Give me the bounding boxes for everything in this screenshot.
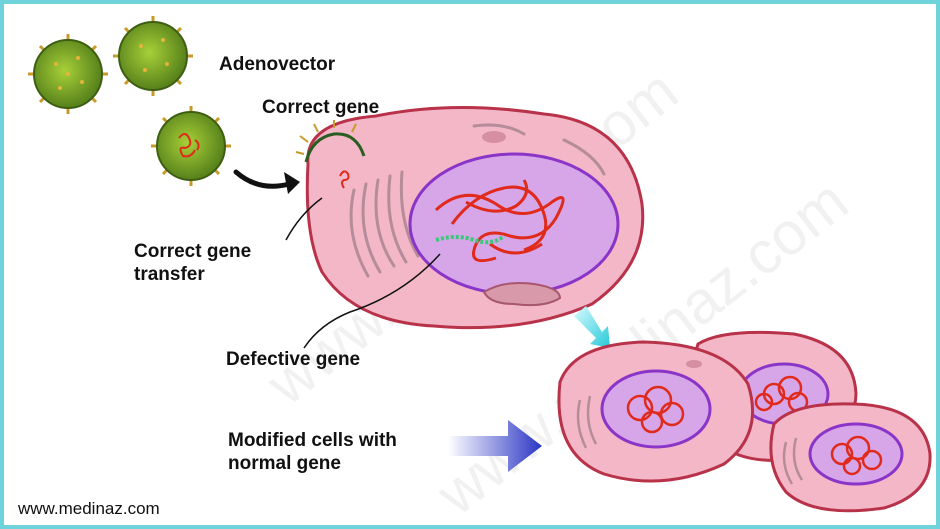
modified-cell-left <box>557 340 755 483</box>
adenovirus-particle-2 <box>113 16 193 96</box>
modified-cells-line-1: Modified cells with <box>228 430 397 451</box>
correct-gene-transfer-line-2: transfer <box>134 264 205 285</box>
transfer-pointer <box>285 197 323 241</box>
correct-gene-label: Correct gene <box>262 97 380 118</box>
nucleus <box>408 152 620 296</box>
illustration <box>28 16 932 513</box>
defective-gene-segment <box>435 234 506 245</box>
correct-gene-transfer-label: Correct gene transfer <box>134 240 251 286</box>
modified-cell-right <box>769 402 932 513</box>
entry-arrow <box>233 169 300 194</box>
division-arrow <box>574 306 610 348</box>
adenovirus-particle-1 <box>28 34 108 114</box>
website-link[interactable]: www.medinaz.com <box>18 499 160 518</box>
adenovector-with-gene <box>151 106 231 186</box>
defective-pointer <box>303 253 441 349</box>
result-arrow <box>448 420 542 472</box>
modified-cells-line-2: normal gene <box>228 453 341 474</box>
adenovector-label: Adenovector <box>219 54 336 75</box>
modified-cells-label: Modified cells with normal gene <box>228 429 397 475</box>
target-cell <box>295 106 645 330</box>
defective-gene-label: Defective gene <box>226 349 361 370</box>
correct-gene-transfer-line-1: Correct gene <box>134 241 252 262</box>
